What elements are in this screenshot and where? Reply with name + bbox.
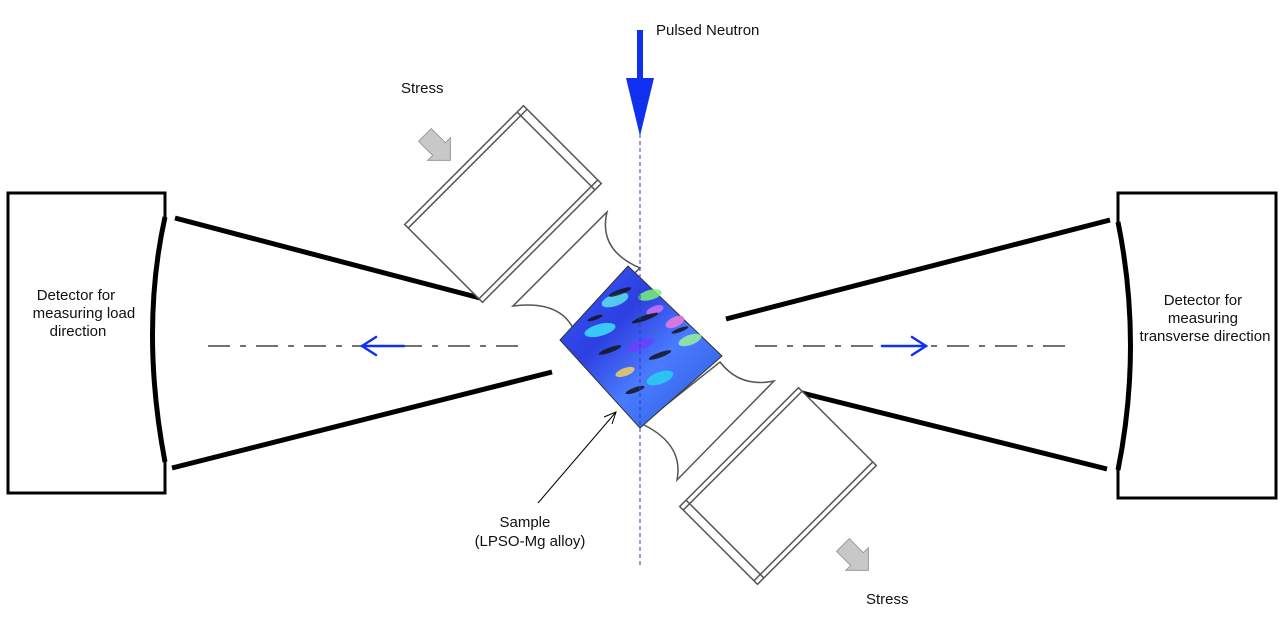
- left-detector: Detector for measuring load direction: [6, 191, 168, 495]
- upper-stress-arrow: [417, 127, 451, 161]
- lower-sample-neck: [640, 360, 777, 483]
- left-detector-label: Detector for measuring load direction: [33, 287, 140, 340]
- pulsed-neutron-label: Pulsed Neutron: [656, 22, 759, 39]
- left-scatter-arrow: [359, 335, 406, 357]
- right-diffraction-cone: [725, 217, 1111, 472]
- right-scatter-arrow: [880, 335, 929, 357]
- lower-stress-label: Stress: [866, 591, 909, 608]
- left-diffraction-cone: [171, 215, 553, 471]
- right-detector: Detector for measuring transverse direct…: [1115, 191, 1278, 500]
- right-detector-label: Detector for measuring transverse direct…: [1140, 292, 1271, 345]
- sample-pointer-arrow: [537, 411, 617, 504]
- pulsed-neutron-arrow: [626, 30, 654, 136]
- upper-grip: [403, 104, 603, 304]
- lower-stress-arrow: [835, 537, 869, 571]
- upper-stress-label: Stress: [401, 80, 444, 97]
- lower-grip: [678, 386, 878, 586]
- sample-label: Sample (LPSO-Mg alloy): [475, 514, 586, 550]
